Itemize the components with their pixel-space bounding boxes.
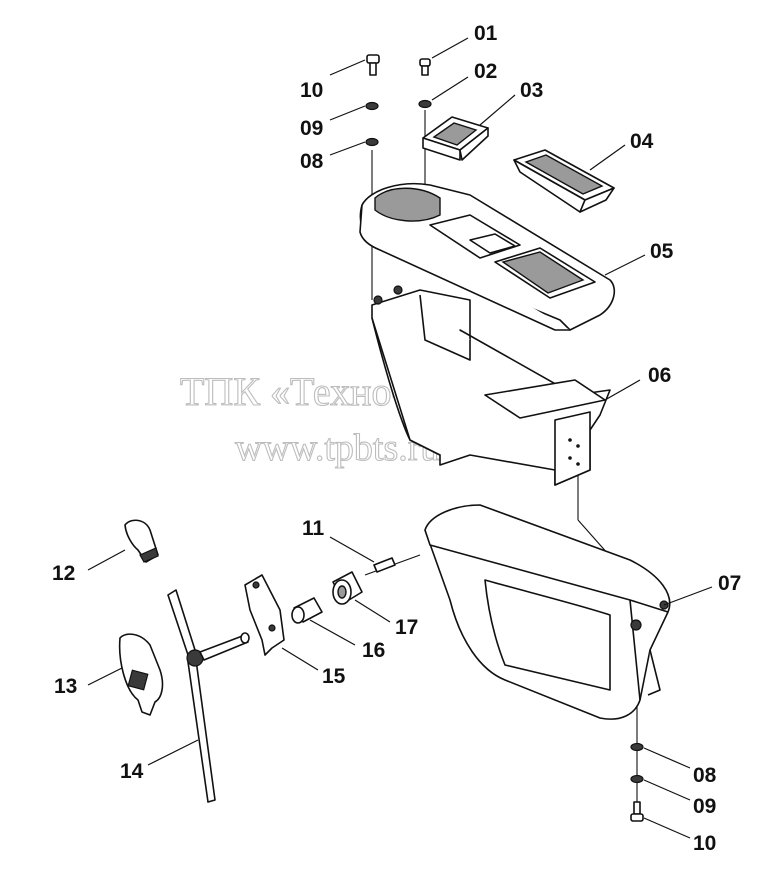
- bolt-10-bottom: [630, 801, 644, 822]
- washer-02: [418, 99, 432, 109]
- washer-09-bottom: [630, 774, 644, 784]
- part-06-console-body: [371, 285, 611, 486]
- label-07: 07: [718, 572, 741, 595]
- lever-14: [167, 589, 250, 803]
- label-02: 02: [474, 60, 497, 83]
- label-06: 06: [648, 364, 671, 387]
- label-11: 11: [302, 517, 325, 540]
- label-08-bottom: 08: [693, 764, 717, 787]
- part-03-small-tray: [422, 116, 489, 161]
- screw-01: [419, 58, 431, 76]
- watermark-url: www.tpbts.ru: [235, 427, 439, 469]
- spacer-16: [291, 597, 323, 624]
- label-04: 04: [630, 130, 654, 153]
- label-08-top: 08: [300, 150, 324, 173]
- washer-09-top: [365, 101, 379, 111]
- bracket-15: [244, 574, 285, 656]
- handle-13: [118, 633, 164, 716]
- label-09-bottom: 09: [693, 795, 716, 818]
- part-07-lower-cover: [424, 504, 671, 720]
- label-01: 01: [474, 22, 498, 45]
- label-16: 16: [362, 639, 385, 662]
- bolt-10-top: [366, 54, 380, 76]
- washer-08-bottom: [630, 742, 644, 752]
- label-12: 12: [52, 562, 75, 585]
- knob-cap-12: [124, 519, 159, 563]
- washer-08-top: [365, 137, 379, 147]
- pin-11: [373, 557, 396, 573]
- part-05-console-cover: [359, 182, 616, 331]
- label-10-bottom: 10: [693, 832, 716, 855]
- part-04-insert-tray: [513, 149, 615, 213]
- part-labels: 01 02 03 04 05 06 07 08 08 09 09 10 10 1…: [52, 22, 741, 855]
- label-05: 05: [650, 240, 674, 263]
- label-09-top: 09: [300, 117, 323, 140]
- leader-lines: [87, 37, 713, 839]
- label-14: 14: [120, 760, 144, 783]
- bushing-17: [332, 571, 363, 605]
- label-13: 13: [54, 675, 77, 698]
- label-03: 03: [520, 79, 543, 102]
- label-15: 15: [322, 665, 346, 688]
- label-17: 17: [395, 616, 418, 639]
- label-10-top: 10: [300, 79, 323, 102]
